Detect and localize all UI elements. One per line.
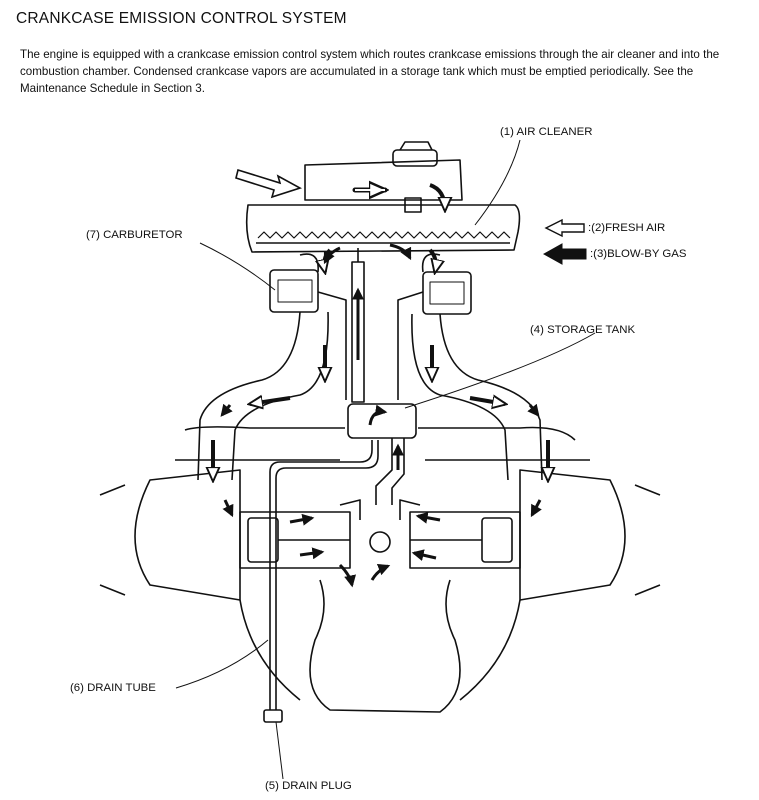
label-fresh-air: :(2)FRESH AIR	[588, 222, 666, 234]
label-drain-plug: (5) DRAIN PLUG	[265, 780, 352, 792]
label-storage-tank: (4) STORAGE TANK	[530, 324, 636, 336]
label-carburetor: (7) CARBURETOR	[86, 229, 183, 241]
intro-paragraph: The engine is equipped with a crankcase …	[20, 48, 720, 95]
drain-tube-shape	[269, 440, 373, 710]
drain-plug-shape	[263, 709, 283, 723]
storage-tank-shape	[347, 403, 417, 439]
fresh-air-arrows	[213, 168, 548, 480]
blow-by-legend-icon	[542, 243, 587, 265]
air-cleaner-housing	[245, 141, 521, 253]
label-drain-tube: (6) DRAIN TUBE	[70, 682, 156, 694]
leader-lines	[175, 139, 596, 780]
label-blow-by-gas: :(3)BLOW-BY GAS	[590, 248, 687, 260]
carburetors	[269, 253, 472, 315]
page-title: CRANKCASE EMISSION CONTROL SYSTEM	[16, 10, 347, 27]
legend-icons	[542, 218, 587, 265]
fresh-air-legend-icon	[544, 218, 585, 238]
blow-by-arrows	[220, 243, 542, 588]
label-air-cleaner: (1) AIR CLEANER	[500, 126, 593, 138]
